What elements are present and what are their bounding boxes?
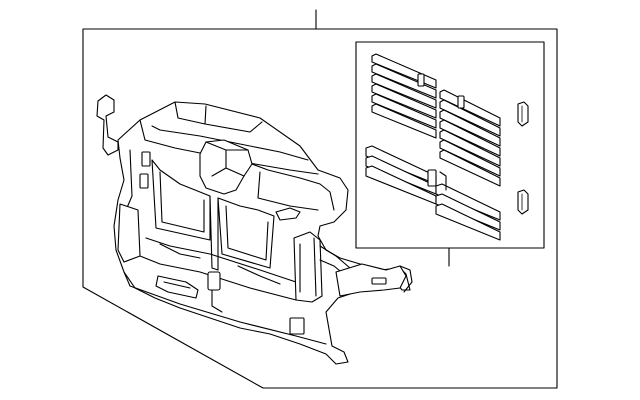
- lower-vanes: [365, 145, 501, 241]
- grille-shutter-assembly: [365, 53, 529, 241]
- clip-upper: [517, 101, 529, 127]
- clip-lower: [517, 189, 529, 215]
- outer-frame: [82, 28, 558, 389]
- upper-vanes: [371, 53, 501, 187]
- radiator-support: [96, 94, 413, 365]
- inset-box: [355, 41, 545, 267]
